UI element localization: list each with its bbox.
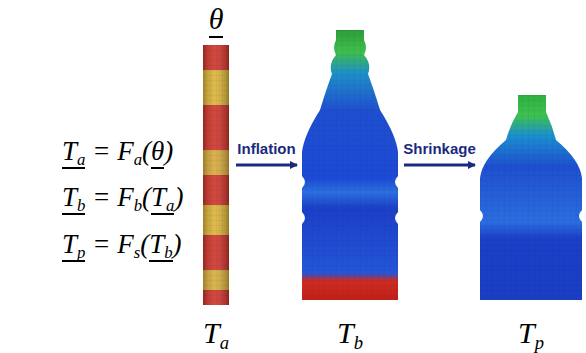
- preform: [203, 45, 229, 305]
- arrow-label: Inflation: [235, 141, 297, 158]
- arrow-label: Shrinkage: [401, 141, 478, 158]
- inflated-bottle: [302, 30, 398, 300]
- shrunk-bottle: [480, 95, 582, 300]
- equation: Tb = Fb(Ta): [62, 184, 183, 215]
- figure-node: [478, 92, 584, 308]
- symbol-label: θ: [209, 4, 224, 34]
- process-arrow: [404, 164, 475, 167]
- equation: Tp = Fs(Tb): [62, 231, 182, 262]
- equation: Ta = Fa(θ): [62, 138, 173, 169]
- stage-label: Ta: [203, 318, 229, 352]
- figure-node: [300, 28, 400, 308]
- process-arrow: [236, 164, 297, 167]
- stage-label: Tp: [518, 318, 544, 352]
- figure-node: [200, 42, 232, 308]
- stage-label: Tb: [337, 318, 363, 352]
